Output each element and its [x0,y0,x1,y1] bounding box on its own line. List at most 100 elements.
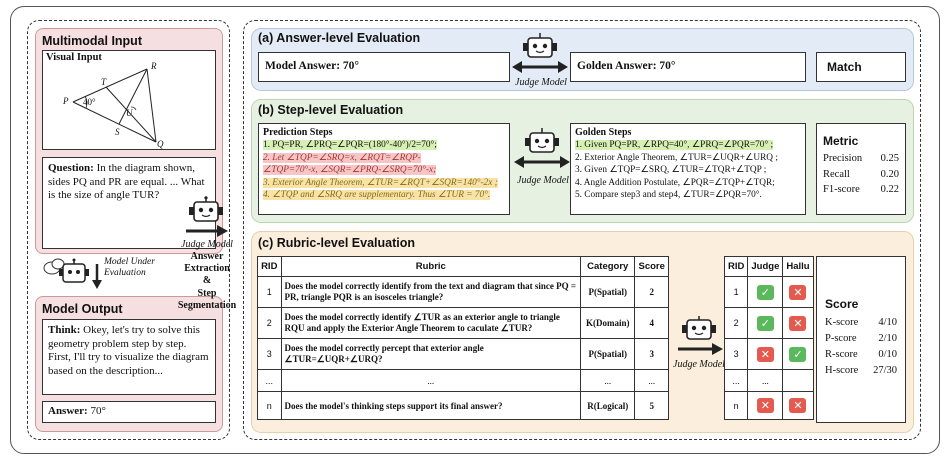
left-group [27,20,230,440]
model-output-panel: Model Output Think: Okey, let's try to s… [35,296,223,432]
golden-steps-box: Golden Steps 1. Given PQ=PR, ∠RPQ=40°, ∠… [570,123,806,215]
middle-judge-label: Judge Model [181,239,233,250]
middle-step-4: Step [197,287,217,299]
answer-judge-label: Judge Model [515,77,567,88]
middle-step-1: Answer [190,251,224,262]
check-icon: ✓ [756,284,774,300]
header-category: Category [580,256,636,277]
think-text: Okey, let's try to solve this geometry p… [48,324,209,377]
model-caption: Model Under Evaluation [104,257,155,278]
table-row: 3 Does the model correctly percept that … [257,338,669,370]
rubric-judge-label: Judge Model [673,359,725,370]
cross-icon: ✕ [756,398,774,413]
think-label: Think: [48,324,81,336]
match-result: Match [816,52,906,82]
middle-step-3: & [202,275,212,287]
table-row: ... ... [723,369,814,392]
header-rubric: Rubric [280,256,582,277]
middle-step-5: Segmentation [177,299,237,311]
golden-step-2: 2. Exterior Angle Theorem, ∠TUR=∠UQR+∠UR… [575,152,778,163]
table-row: n ✕ ✕ [723,391,814,420]
judge-table: RID Judge Hallu 1 ✓ ✕ 2 ✓ ✕ 3 ✕ ✓ ... ..… [723,256,814,420]
step-judge-label: Judge Model [517,175,569,186]
middle-step-2: Extraction [184,263,230,275]
prediction-step-3: 3. Exterior Angle Theorem, ∠TUR=∠RQT+∠SQ… [263,177,498,188]
visual-input-label: Visual Input [46,52,102,63]
label-t: T [101,77,107,87]
answer-label: Answer: [48,405,88,417]
table-row: 2 Does the model correctly identify ∠TUR… [257,307,669,339]
prediction-step-2b: ∠TQP=70°-x, ∠SQR=∠PRQ-∠SRQ=70°-x; [263,165,437,176]
golden-step-4: 4. Angle Addition Postulate, ∠PQR=∠TQP+∠… [575,177,775,188]
golden-step-5: 5. Compare step3 and step4, ∠TUR=∠PQR=70… [575,190,762,201]
judge-robot-icon-a [512,33,568,73]
table-row: 3 ✕ ✓ [723,338,814,370]
judge-header-judge: Judge [747,256,784,277]
label-u: U [126,108,133,118]
triangle-diagram [72,68,157,143]
question-text: In the diagram shown, sides PQ and PR ar… [48,162,205,202]
header-rid: RID [257,256,282,277]
cross-icon: ✕ [756,346,774,362]
answer-box: Answer: 70° [42,401,216,423]
question-box: Question: In the diagram shown, sides PQ… [42,157,216,249]
right-group [243,20,921,440]
model-robot-icon [43,258,102,289]
multimodal-input-panel: Multimodal Input Visual Input P 40° T R … [35,28,223,254]
prediction-step-2a: 2. Let ∠TQP=∠SRQ=x, ∠RQT=∠RQP- [263,152,421,163]
input-title: Multimodal Input [42,34,142,48]
check-icon: ✓ [789,346,807,362]
label-angle: 40° [83,97,96,107]
visual-input-box: Visual Input P 40° T R U S Q [42,50,216,150]
answer-level-title: (a) Answer-level Evaluation [258,31,421,45]
label-s: S [115,127,120,137]
prediction-step-4: 4. ∠TQP and ∠SRQ are supplementary. Thus… [263,190,491,201]
middle-steps: Answer Extraction & Step Segmentation [174,251,240,312]
table-row: 2 ✓ ✕ [723,307,814,339]
judge-header-hallu: Hallu [782,256,814,277]
judge-robot-icon-c [678,316,723,355]
cross-icon: ✕ [789,315,807,331]
table-row: 1 ✓ ✕ [723,276,814,308]
question-label: Question: [48,162,94,174]
output-title: Model Output [42,302,123,316]
judge-header-rid: RID [723,256,749,277]
answer-value: 70° [90,405,106,417]
table-row: 1 Does the model correctly identify from… [257,276,669,308]
label-p: P [63,96,69,106]
model-answer-box: Model Answer: 70° [258,52,510,82]
outer-frame [10,6,940,454]
prediction-step-1: 1. PQ=PR, ∠PRQ=∠PQR=(180°-40°)/2=70°; [263,140,437,150]
golden-step-3: 3. Given ∠TQP=∠SRQ, ∠TUR=∠TQR+∠TQP ; [575,165,767,176]
cross-icon: ✕ [789,398,807,413]
check-icon: ✓ [756,315,774,331]
table-row: ... ... ... ... [257,369,669,392]
prediction-steps-box: Prediction Steps 1. PQ=PR, ∠PRQ=∠PQR=(18… [258,123,510,215]
judge-robot-icon-b [514,128,570,168]
table-row: n Does the model's thinking steps suppor… [257,391,669,420]
rubric-level-title: (c) Rubric-level Evaluation [258,236,415,250]
think-box: Think: Okey, let's try to solve this geo… [42,319,216,395]
cross-icon: ✕ [789,284,807,300]
score-title: Score [825,297,859,311]
golden-step-1: 1. Given PQ=PR, ∠RPQ=40°, ∠PRQ=∠PQR=70° … [575,140,774,150]
step-level-title: (b) Step-level Evaluation [258,103,404,117]
label-q: Q [157,139,164,149]
golden-answer-box: Golden Answer: 70° [570,52,806,82]
label-r: R [151,61,157,71]
metric-title: Metric [823,134,859,148]
prediction-title: Prediction Steps [263,127,333,138]
rubric-table: RID Rubric Category Score 1 Does the mod… [257,256,669,420]
judge-robot-icon-middle [186,196,228,237]
golden-title: Golden Steps [575,127,632,138]
header-score: Score [634,256,669,277]
